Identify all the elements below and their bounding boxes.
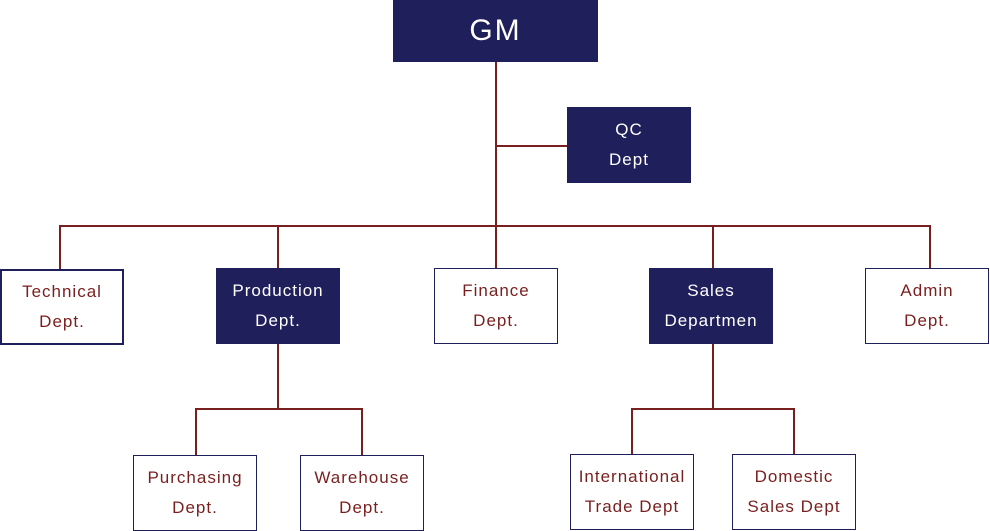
connector-international bbox=[631, 408, 633, 455]
warehouse-dept-box: Warehouse Dept. bbox=[300, 455, 424, 531]
warehouse-dept-label-line1: Warehouse bbox=[314, 468, 410, 487]
connector-production bbox=[277, 225, 279, 269]
connector-sales bbox=[712, 225, 714, 269]
qc-dept-box: QC Dept bbox=[567, 107, 691, 183]
connector-domestic bbox=[793, 408, 795, 455]
domestic-sales-dept-box: Domestic Sales Dept bbox=[732, 454, 856, 530]
domestic-sales-dept-label-line2: Sales Dept bbox=[747, 497, 841, 516]
purchasing-dept-box: Purchasing Dept. bbox=[133, 455, 257, 531]
connector-technical bbox=[59, 225, 61, 270]
connector-sales-trunk bbox=[712, 343, 714, 410]
admin-dept-label-line1: Admin bbox=[900, 281, 954, 300]
sales-dept-label-line2: Departmen bbox=[664, 311, 758, 330]
connector-sales-bus bbox=[631, 408, 795, 410]
admin-dept-label-line2: Dept. bbox=[904, 311, 950, 330]
connector-gm-trunk bbox=[495, 61, 497, 226]
connector-production-trunk bbox=[277, 343, 279, 410]
international-trade-dept-label-line2: Trade Dept bbox=[584, 497, 680, 516]
purchasing-dept-label-line1: Purchasing bbox=[147, 468, 243, 487]
technical-dept-box: Technical Dept. bbox=[0, 269, 124, 345]
qc-dept-label-line2: Dept bbox=[609, 150, 649, 169]
sales-dept-label-line1: Sales bbox=[687, 281, 735, 300]
finance-dept-label-line1: Finance bbox=[462, 281, 530, 300]
international-trade-dept-label-line1: International bbox=[578, 467, 686, 486]
domestic-sales-dept-label-line1: Domestic bbox=[754, 467, 834, 486]
production-dept-box: Production Dept. bbox=[216, 268, 340, 344]
production-dept-label-line2: Dept. bbox=[255, 311, 301, 330]
connector-admin bbox=[929, 225, 931, 269]
connector-finance bbox=[495, 225, 497, 269]
finance-dept-box: Finance Dept. bbox=[434, 268, 558, 344]
connector-qc-branch bbox=[496, 145, 568, 147]
gm-box: GM bbox=[393, 0, 598, 62]
warehouse-dept-label-line2: Dept. bbox=[339, 498, 385, 517]
connector-warehouse bbox=[361, 408, 363, 456]
qc-dept-label-line1: QC bbox=[615, 120, 643, 139]
technical-dept-label-line1: Technical bbox=[22, 282, 102, 301]
finance-dept-label-line2: Dept. bbox=[473, 311, 519, 330]
connector-production-bus bbox=[195, 408, 363, 410]
connector-purchasing bbox=[195, 408, 197, 456]
admin-dept-box: Admin Dept. bbox=[865, 268, 989, 344]
production-dept-label-line1: Production bbox=[232, 281, 324, 300]
purchasing-dept-label-line2: Dept. bbox=[172, 498, 218, 517]
sales-dept-box: Sales Departmen bbox=[649, 268, 773, 344]
international-trade-dept-box: International Trade Dept bbox=[570, 454, 694, 530]
gm-label: GM bbox=[469, 14, 522, 47]
technical-dept-label-line2: Dept. bbox=[39, 312, 85, 331]
